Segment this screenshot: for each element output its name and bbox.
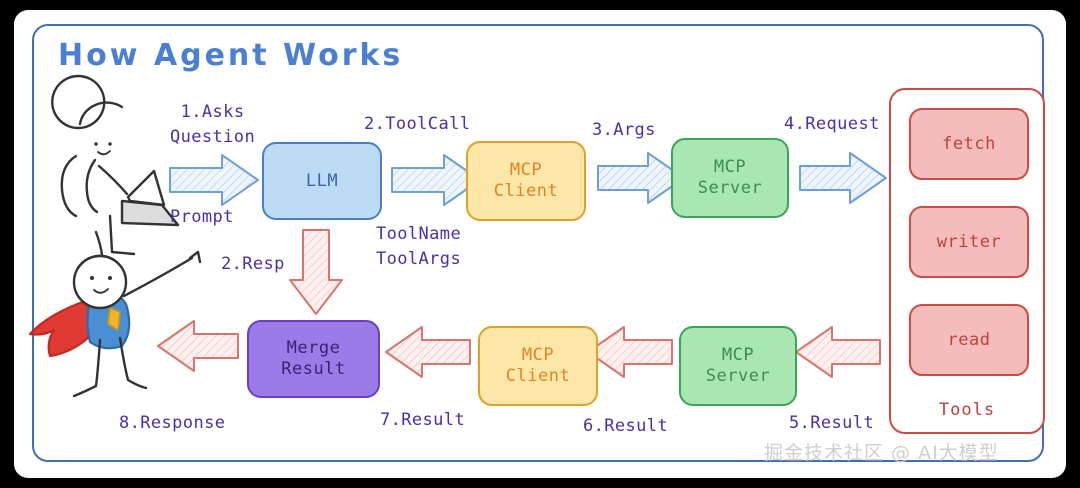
label-asks-question: 1.Asks Question	[170, 102, 256, 147]
label-request: 4.Request	[784, 114, 880, 134]
label-result-6: 6.Result	[583, 416, 669, 436]
arrow-llm-to-merge	[289, 229, 343, 315]
node-merge-result-line2: Result	[281, 359, 346, 379]
node-mcp-server-top-line1: MCP	[713, 157, 747, 178]
node-mcp-server-bottom-line2: Server	[705, 366, 771, 386]
arrow-tools-to-server	[795, 326, 881, 378]
node-mcp-client-bottom-line1: MCP	[521, 345, 555, 366]
hero-icon	[28, 250, 202, 398]
tools-panel-label: Tools	[938, 400, 996, 420]
label-tool-call: 2.ToolCall	[364, 114, 471, 134]
label-response-8: 8.Response	[119, 413, 226, 433]
node-mcp-client-bottom[interactable]: MCP Client	[478, 326, 598, 406]
label-result-5: 5.Result	[789, 413, 875, 433]
label-result-7: 7.Result	[380, 410, 466, 430]
arrow-server-to-client	[587, 326, 673, 378]
page-title: How Agent Works	[58, 38, 404, 73]
arrow-client-to-merge	[385, 326, 471, 378]
node-mcp-client-top[interactable]: MCP Client	[466, 141, 586, 221]
node-mcp-server-bottom-line1: MCP	[721, 345, 755, 366]
tools-panel: fetch writer read Tools	[889, 88, 1045, 434]
label-resp: 2.Resp	[221, 254, 285, 274]
node-merge-result-line1: Merge	[286, 338, 341, 359]
arrow-client-to-server	[597, 152, 685, 204]
watermark: 掘金技术社区 @ AI大模型	[764, 442, 999, 464]
label-args: 3.Args	[592, 120, 656, 140]
tool-item-writer[interactable]: writer	[909, 206, 1029, 278]
node-llm[interactable]: LLM	[262, 142, 382, 220]
node-mcp-client-top-line2: Client	[493, 181, 559, 201]
node-mcp-client-bottom-line2: Client	[505, 366, 571, 386]
node-llm-label: LLM	[305, 170, 339, 191]
arrow-prompt-to-llm	[169, 154, 259, 206]
node-mcp-server-top[interactable]: MCP Server	[671, 138, 789, 218]
user-sitting-icon	[51, 74, 180, 268]
node-mcp-server-top-line2: Server	[697, 178, 763, 198]
tool-item-read[interactable]: read	[909, 304, 1029, 376]
arrow-merge-to-hero	[157, 320, 239, 372]
node-mcp-client-top-line1: MCP	[509, 160, 543, 181]
node-merge-result[interactable]: Merge Result	[247, 320, 380, 398]
arrow-llm-to-client	[391, 154, 481, 206]
arrow-server-to-tools	[799, 152, 887, 204]
tool-item-fetch[interactable]: fetch	[909, 108, 1029, 180]
node-mcp-server-bottom[interactable]: MCP Server	[679, 326, 797, 406]
label-prompt: Prompt	[170, 207, 234, 227]
label-toolname-toolargs: ToolName ToolArgs	[376, 224, 462, 269]
